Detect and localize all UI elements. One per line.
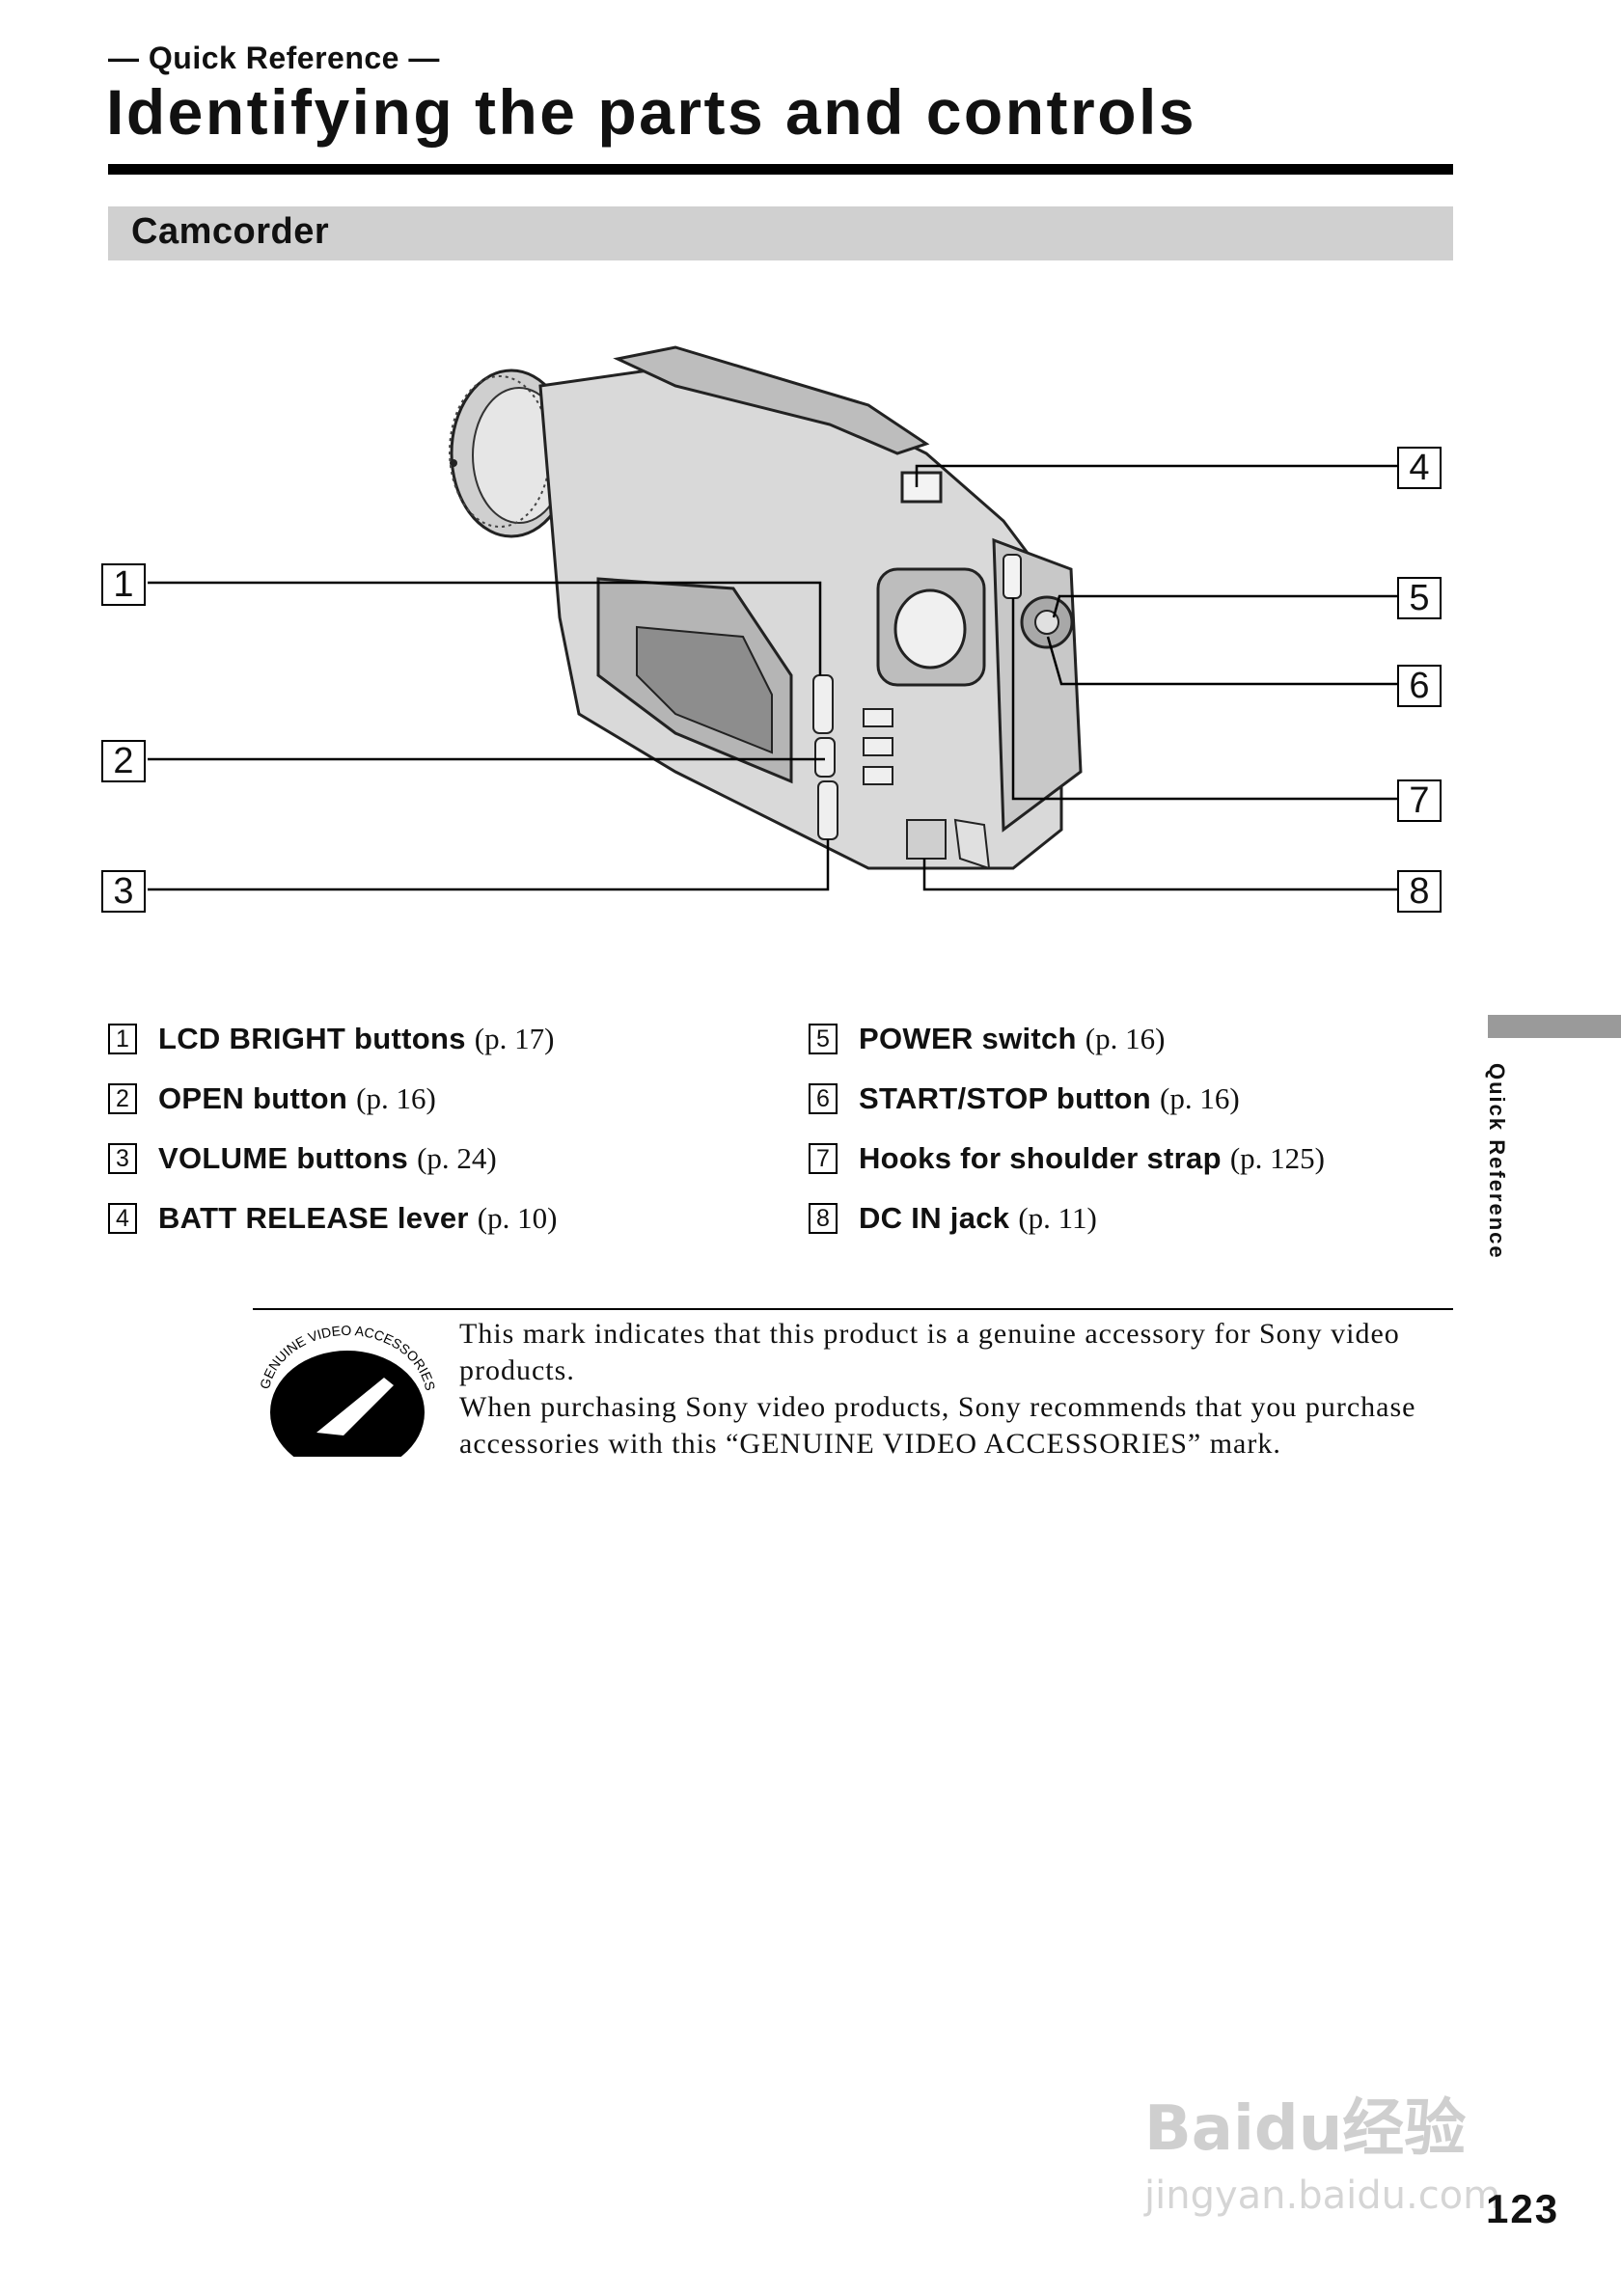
legend-number: 5 — [809, 1024, 838, 1054]
legend-part-name: POWER switch — [859, 1022, 1077, 1055]
legend-page-ref: (p. 125) — [1229, 1141, 1325, 1175]
legend-part-name: START/STOP button — [859, 1081, 1152, 1115]
genuine-accessories-logo: GENUINE VIDEO ACCESSORIES — [249, 1322, 442, 1474]
callout-2: 2 — [101, 740, 146, 782]
callout-5: 5 — [1397, 577, 1442, 619]
legend-item: 1 LCD BRIGHT buttons (p. 17) — [108, 1018, 554, 1060]
title-rule — [108, 164, 1453, 175]
callout-4: 4 — [1397, 447, 1442, 489]
legend-part-name: LCD BRIGHT buttons — [158, 1022, 466, 1055]
legend-number: 4 — [108, 1203, 137, 1234]
legend-part-name: OPEN button — [158, 1081, 348, 1115]
legend-number: 6 — [809, 1083, 838, 1114]
legend-number: 1 — [108, 1024, 137, 1054]
legend-number: 3 — [108, 1143, 137, 1174]
section-supertitle: — Quick Reference — — [108, 41, 440, 75]
legend-item: 6 START/STOP button (p. 16) — [809, 1078, 1240, 1120]
callout-1: 1 — [101, 563, 146, 606]
legend-number: 8 — [809, 1203, 838, 1234]
callout-3: 3 — [101, 870, 146, 913]
legend-part-name: BATT RELEASE lever — [158, 1201, 469, 1235]
legend-part-name: Hooks for shoulder strap — [859, 1141, 1222, 1175]
legend-number: 2 — [108, 1083, 137, 1114]
legend-number: 7 — [809, 1143, 838, 1174]
mark-divider — [253, 1308, 1453, 1310]
side-tab — [1488, 1015, 1621, 1038]
camcorder-illustration — [148, 345, 1397, 891]
watermark-brand: Baidu经验 — [1144, 2093, 1467, 2165]
legend-item: 4 BATT RELEASE lever (p. 10) — [108, 1197, 557, 1240]
page-title: Identifying the parts and controls — [106, 76, 1197, 148]
legend-part-name: DC IN jack — [859, 1201, 1010, 1235]
legend-page-ref: (p. 11) — [1018, 1201, 1097, 1235]
genuine-mark-text: This mark indicates that this product is… — [459, 1316, 1434, 1462]
callout-8: 8 — [1397, 870, 1442, 913]
side-tab-label: Quick Reference — [1485, 1063, 1509, 1260]
legend-item: 3 VOLUME buttons (p. 24) — [108, 1137, 497, 1180]
legend-page-ref: (p. 16) — [1085, 1022, 1166, 1055]
callout-6: 6 — [1397, 665, 1442, 707]
callout-7: 7 — [1397, 779, 1442, 822]
legend-page-ref: (p. 24) — [417, 1141, 497, 1175]
legend-page-ref: (p. 10) — [477, 1201, 558, 1235]
watermark-url: jingyan.baidu.com — [1144, 2173, 1501, 2218]
legend-part-name: VOLUME buttons — [158, 1141, 409, 1175]
legend-page-ref: (p. 16) — [1160, 1081, 1240, 1115]
legend-item: 2 OPEN button (p. 16) — [108, 1078, 436, 1120]
camcorder-diagram: 1 2 3 4 5 6 7 8 — [0, 309, 1621, 945]
section-heading: Camcorder — [131, 211, 330, 252]
legend-page-ref: (p. 16) — [356, 1081, 436, 1115]
legend-item: 8 DC IN jack (p. 11) — [809, 1197, 1097, 1240]
section-bar — [108, 206, 1453, 260]
mark-paragraph: When purchasing Sony video products, Son… — [459, 1391, 1416, 1460]
legend-item: 7 Hooks for shoulder strap (p. 125) — [809, 1137, 1325, 1180]
page-number: 123 — [1486, 2186, 1560, 2231]
legend-item: 5 POWER switch (p. 16) — [809, 1018, 1165, 1060]
legend-page-ref: (p. 17) — [474, 1022, 555, 1055]
mark-paragraph: This mark indicates that this product is… — [459, 1318, 1400, 1386]
baidu-watermark: Baidu经验 jingyan.baidu.com — [1144, 2079, 1500, 2218]
